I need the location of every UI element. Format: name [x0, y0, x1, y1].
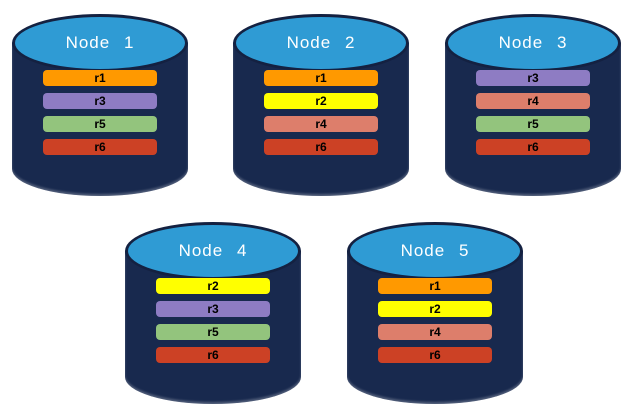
- replica-bar-r6: r6: [43, 139, 157, 155]
- replica-bar-r6: r6: [264, 139, 378, 155]
- replica-list: r1 r2 r4 r6: [378, 278, 492, 370]
- database-node-4: Node 4 r2 r3 r5 r6: [125, 222, 301, 404]
- replica-bar-r4: r4: [476, 93, 590, 109]
- database-node-2: Node 2 r1 r2 r4 r6: [233, 14, 409, 196]
- replica-bar-r4: r4: [264, 116, 378, 132]
- replica-bar-r6: r6: [156, 347, 270, 363]
- database-cylinder-top-icon: Node 4: [125, 222, 301, 280]
- database-node-1: Node 1 r1 r3 r5 r6: [12, 14, 188, 196]
- replica-bar-r1: r1: [264, 70, 378, 86]
- node-title: Node 5: [400, 241, 470, 260]
- replica-bar-r2: r2: [264, 93, 378, 109]
- replica-bar-r3: r3: [156, 301, 270, 317]
- database-cylinder-top-icon: Node 2: [233, 14, 409, 72]
- node-title: Node 1: [65, 33, 135, 52]
- replica-bar-r5: r5: [476, 116, 590, 132]
- node-title: Node 2: [286, 33, 356, 52]
- node-title: Node 3: [498, 33, 568, 52]
- replica-bar-r4: r4: [378, 324, 492, 340]
- database-cylinder-top-icon: Node 5: [347, 222, 523, 280]
- replica-bar-r2: r2: [156, 278, 270, 294]
- node-title: Node 4: [178, 241, 248, 260]
- replica-bar-r5: r5: [43, 116, 157, 132]
- replica-bar-r2: r2: [378, 301, 492, 317]
- database-cylinder-top-icon: Node 1: [12, 14, 188, 72]
- replica-bar-r3: r3: [43, 93, 157, 109]
- replica-bar-r5: r5: [156, 324, 270, 340]
- database-cylinder-top-icon: Node 3: [445, 14, 621, 72]
- replica-bar-r1: r1: [378, 278, 492, 294]
- replica-bar-r6: r6: [378, 347, 492, 363]
- database-node-3: Node 3 r3 r4 r5 r6: [445, 14, 621, 196]
- replica-list: r3 r4 r5 r6: [476, 70, 590, 162]
- replica-bar-r6: r6: [476, 139, 590, 155]
- replica-list: r1 r3 r5 r6: [43, 70, 157, 162]
- replica-bar-r3: r3: [476, 70, 590, 86]
- replica-list: r1 r2 r4 r6: [264, 70, 378, 162]
- replica-list: r2 r3 r5 r6: [156, 278, 270, 370]
- replica-bar-r1: r1: [43, 70, 157, 86]
- database-node-5: Node 5 r1 r2 r4 r6: [347, 222, 523, 404]
